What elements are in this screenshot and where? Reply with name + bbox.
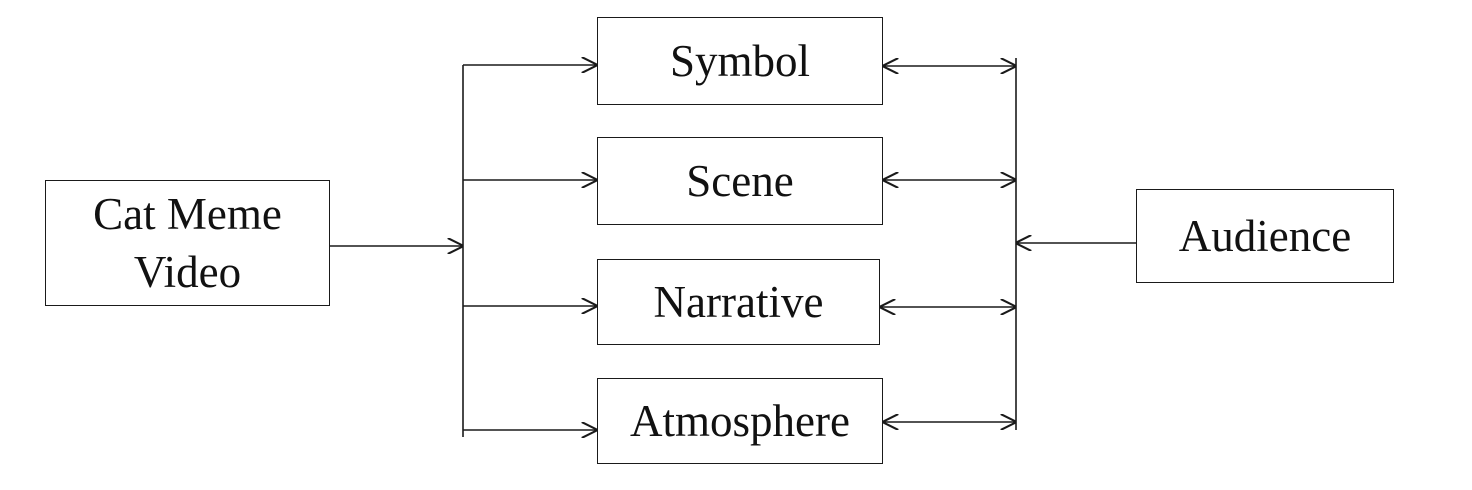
element-label-atmosphere: Atmosphere bbox=[630, 396, 850, 446]
element-box-narrative: Narrative bbox=[597, 259, 880, 345]
element-label-symbol: Symbol bbox=[669, 36, 811, 86]
element-label-narrative: Narrative bbox=[653, 277, 824, 327]
element-box-scene: Scene bbox=[597, 137, 883, 225]
element-label-scene: Scene bbox=[686, 156, 794, 206]
audience-label: Audience bbox=[1178, 211, 1352, 261]
element-box-symbol: Symbol bbox=[597, 17, 883, 105]
audience-box: Audience bbox=[1136, 189, 1394, 283]
source-box: Cat Meme Video bbox=[45, 180, 330, 306]
source-label-line2: Video bbox=[133, 247, 242, 297]
source-label-line1: Cat Meme bbox=[93, 189, 282, 239]
element-box-atmosphere: Atmosphere bbox=[597, 378, 883, 464]
